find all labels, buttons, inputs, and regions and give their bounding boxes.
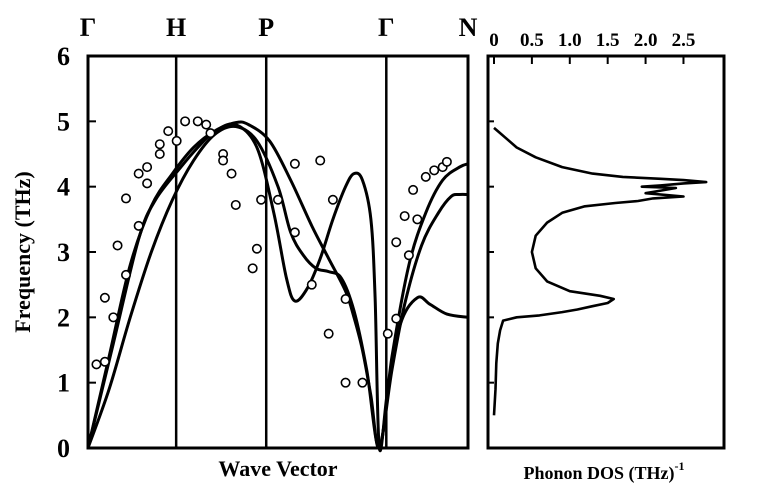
y-tick-label: 1: [57, 369, 70, 398]
data-point-marker: [289, 227, 300, 238]
data-point-marker: [112, 240, 123, 251]
data-point-marker: [108, 312, 119, 323]
symmetry-label: P: [258, 13, 274, 42]
data-point-marker: [323, 328, 334, 339]
dos-tick-label: 2.5: [672, 30, 696, 51]
data-point-marker: [99, 292, 110, 303]
data-point-marker: [230, 199, 241, 210]
dos-frame: [486, 54, 726, 450]
dos-axis-label-main: Phonon DOS (THz): [523, 463, 674, 484]
data-point-marker: [201, 119, 212, 130]
dos-tick-label: 2.0: [634, 30, 658, 51]
dispersion-curves: [86, 120, 469, 453]
y-tick-label: 5: [57, 107, 70, 136]
data-point-marker: [121, 193, 132, 204]
data-point-marker: [315, 155, 326, 166]
data-point-marker: [391, 237, 402, 248]
data-point-marker: [391, 313, 402, 324]
symmetry-label: N: [459, 13, 478, 42]
data-point-marker: [192, 116, 203, 127]
dos-panel: 0 0.5 1.0 1.5 2.0 2.5 Phonon DOS (THz)-1: [486, 30, 726, 484]
data-point-marker: [205, 128, 216, 139]
data-point-marker: [256, 194, 267, 205]
dos-line: [492, 126, 708, 416]
data-point-marker: [408, 184, 419, 195]
y-tick-label: 4: [57, 173, 70, 202]
data-point-marker: [289, 158, 300, 169]
data-point-marker: [272, 194, 283, 205]
data-point-marker: [163, 126, 174, 137]
symmetry-label: Γ: [378, 13, 395, 42]
data-point-marker: [133, 220, 144, 231]
data-point-marker: [340, 377, 351, 388]
data-point-marker: [382, 328, 393, 339]
experimental-points: [91, 116, 452, 388]
y-tick-label: 6: [57, 42, 70, 71]
data-point-marker: [121, 269, 132, 280]
data-point-marker: [133, 168, 144, 179]
dos-axis-label-sup: -1: [675, 459, 685, 473]
high-symmetry-lines: [174, 56, 388, 448]
dispersion-branch-1: [86, 120, 469, 450]
data-point-marker: [142, 162, 153, 173]
data-point-marker: [306, 279, 317, 290]
dispersion-panel: Γ H P Γ N 0 1 2 3 4 5 6 Wave Vector Frequency (THz…: [10, 13, 478, 481]
data-point-marker: [91, 359, 102, 370]
data-point-marker: [226, 168, 237, 179]
x-axis-label: Wave Vector: [218, 456, 337, 481]
y-tick-label: 2: [57, 303, 70, 332]
dispersion-branch-2: [86, 122, 469, 453]
data-point-marker: [403, 250, 414, 261]
data-point-marker: [171, 135, 182, 146]
data-point-marker: [218, 155, 229, 166]
data-point-marker: [142, 178, 153, 189]
dos-tick-label: 0.5: [520, 30, 544, 51]
data-point-marker: [327, 194, 338, 205]
data-point-marker: [357, 377, 368, 388]
data-point-marker: [429, 165, 440, 176]
symmetry-label: Γ: [80, 13, 97, 42]
data-point-marker: [399, 211, 410, 222]
data-point-marker: [412, 214, 423, 225]
y-axis-label: Frequency (THz): [10, 171, 35, 333]
data-point-marker: [420, 171, 431, 182]
data-point-marker: [154, 149, 165, 160]
dos-axis-ticks: 0 0.5 1.0 1.5 2.0 2.5: [489, 30, 695, 64]
frequency-axis-ticks: 0 1 2 3 4 5 6: [57, 42, 96, 463]
symmetry-label: H: [166, 13, 186, 42]
dos-frequency-ticks: [488, 120, 494, 384]
dos-curve: [492, 126, 708, 416]
dos-tick-label: 1.5: [596, 30, 620, 51]
dispersion-branch-3: [86, 124, 469, 450]
data-point-marker: [340, 294, 351, 305]
data-point-marker: [154, 139, 165, 150]
y-tick-label: 0: [57, 434, 70, 463]
data-point-marker: [247, 263, 258, 274]
data-point-marker: [180, 116, 191, 127]
data-point-marker: [99, 356, 110, 367]
dos-tick-label: 0: [489, 30, 499, 51]
data-point-marker: [441, 156, 452, 167]
y-tick-label: 3: [57, 238, 70, 267]
data-point-marker: [251, 243, 262, 254]
dos-axis-label: Phonon DOS (THz)-1: [523, 459, 684, 484]
dos-tick-label: 1.0: [558, 30, 582, 51]
